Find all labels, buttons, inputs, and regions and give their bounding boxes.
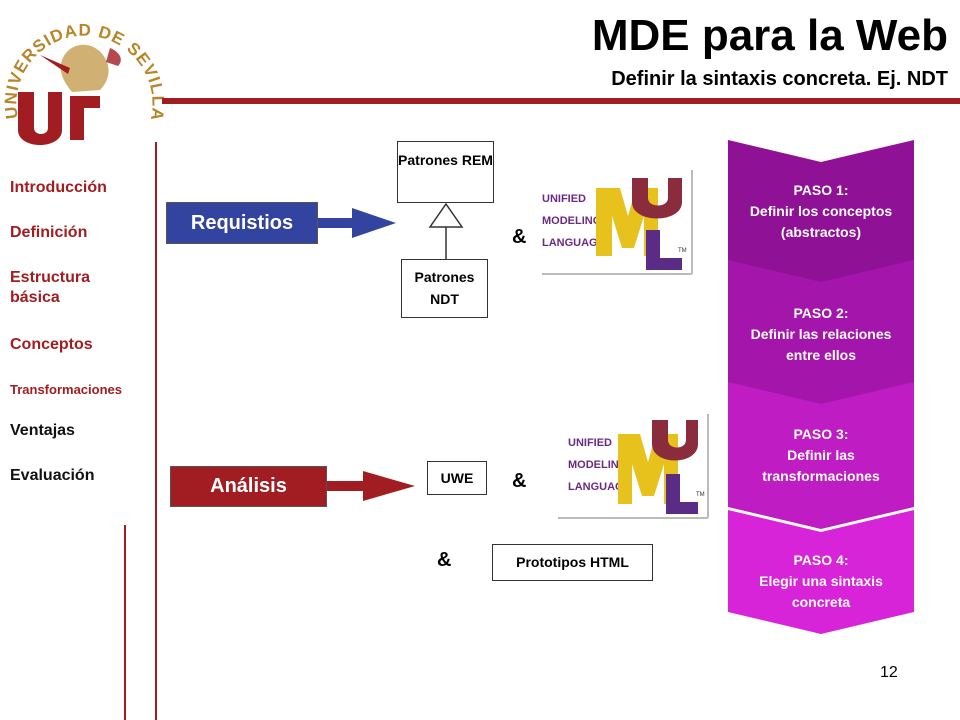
patrones-ndt-box: Patrones NDT xyxy=(401,259,488,318)
inheritance-arrow xyxy=(428,203,464,259)
steps-chevrons xyxy=(728,140,914,634)
sidebar-item-estructura[interactable]: Estructura básica xyxy=(10,269,91,306)
step-1-text: Definir los conceptos (abstractos) xyxy=(749,203,893,240)
sidebar-item-transformaciones[interactable]: Transformaciones xyxy=(10,382,122,397)
step-3-title: PASO 3: xyxy=(793,426,849,442)
step-3-text: Definir las transformaciones xyxy=(762,447,880,484)
sidebar-item-evaluacion[interactable]: Evaluación xyxy=(10,467,95,484)
analisis-label: Análisis xyxy=(170,466,327,507)
uml-tm: TM xyxy=(678,248,687,254)
requisitos-label: Requistios xyxy=(166,202,318,244)
step-2-shape xyxy=(728,260,914,407)
uml-text-language: LANGUAGE xyxy=(542,237,605,249)
university-logo: UNIVERSIDAD DE SEVILLA xyxy=(1,21,167,145)
step-3: PASO 3: Definir las transformaciones xyxy=(728,424,914,487)
uml-text-unified: UNIFIED xyxy=(568,437,612,449)
step-2: PASO 2: Definir las relaciones entre ell… xyxy=(728,303,914,366)
step-2-title: PASO 2: xyxy=(793,305,849,321)
sidebar-item-conceptos[interactable]: Conceptos xyxy=(10,336,93,353)
step-1: PASO 1: Definir los conceptos (abstracto… xyxy=(728,180,914,243)
uml-text-language: LANGUAGE xyxy=(568,481,631,493)
uml-text-modeling: MODELING xyxy=(568,459,627,471)
ampersand-1: & xyxy=(512,226,527,248)
ampersand-3: & xyxy=(437,549,452,571)
sidebar-divider xyxy=(155,142,157,720)
sidebar-accent-line xyxy=(124,525,126,720)
page-title: MDE para la Web xyxy=(591,11,948,60)
analisis-arrow xyxy=(327,471,415,501)
requisitos-arrow xyxy=(318,208,396,238)
title-divider xyxy=(162,98,960,104)
uml-tm: TM xyxy=(696,492,705,498)
prototipos-box: Prototipos HTML xyxy=(492,544,653,581)
uml-text-unified: UNIFIED xyxy=(542,193,586,205)
step-4-shape xyxy=(728,510,914,634)
step-4-text: Elegir una sintaxis concreta xyxy=(759,573,883,610)
patrones-rem-box: Patrones REM xyxy=(397,141,494,203)
step-1-shape xyxy=(728,140,914,287)
sidebar-item-definicion[interactable]: Definición xyxy=(10,224,88,241)
uml-text-modeling: MODELING xyxy=(542,215,601,227)
step-1-title: PASO 1: xyxy=(793,182,849,198)
step-3-shape xyxy=(728,382,914,529)
page-subtitle: Definir la sintaxis concreta. Ej. NDT xyxy=(611,68,948,90)
sidebar-item-introduccion[interactable]: Introducción xyxy=(10,179,107,196)
step-2-text: Definir las relaciones entre ellos xyxy=(750,326,892,363)
uml-logo-icon: UNIFIED MODELING LANGUAGE TM xyxy=(558,414,709,519)
sidebar-item-ventajas[interactable]: Ventajas xyxy=(10,422,75,439)
step-4-title: PASO 4: xyxy=(793,552,849,568)
ampersand-2: & xyxy=(512,470,527,492)
step-4: PASO 4: Elegir una sintaxis concreta xyxy=(728,550,914,613)
uwe-box: UWE xyxy=(427,461,487,495)
page-number: 12 xyxy=(880,664,898,681)
fame-figure-icon xyxy=(40,44,121,92)
us-monogram-icon xyxy=(18,92,100,145)
uml-logo-icon: UNIFIED MODELING LANGUAGE TM xyxy=(542,170,693,275)
